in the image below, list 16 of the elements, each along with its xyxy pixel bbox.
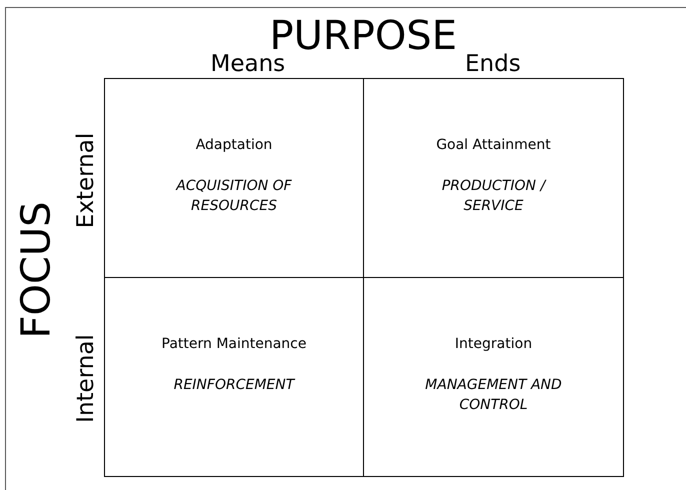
quadrant-description: REINFORCEMENT: [172, 376, 296, 395]
quadrant-cell: [363, 277, 624, 477]
axis-title: FOCUS: [16, 201, 56, 339]
row-header: Internal: [74, 334, 98, 422]
quadrant-title: Goal Attainment: [435, 137, 552, 153]
quadrant-cell: [104, 78, 364, 278]
row-header: External: [74, 132, 98, 228]
quadrant-description: PRODUCTION / SERVICE: [440, 177, 548, 216]
quadrant-cell: [363, 78, 624, 278]
quadrant-title: Pattern Maintenance: [160, 336, 308, 352]
quadrant-title: Integration: [454, 336, 534, 352]
column-header: Ends: [465, 52, 521, 76]
quadrant-description: ACQUISITION OF RESOURCES: [174, 177, 293, 216]
quadrant-description: MANAGEMENT AND CONTROL: [424, 376, 563, 415]
quadrant-cell: [104, 277, 364, 477]
quadrant-title: Adaptation: [194, 137, 274, 153]
